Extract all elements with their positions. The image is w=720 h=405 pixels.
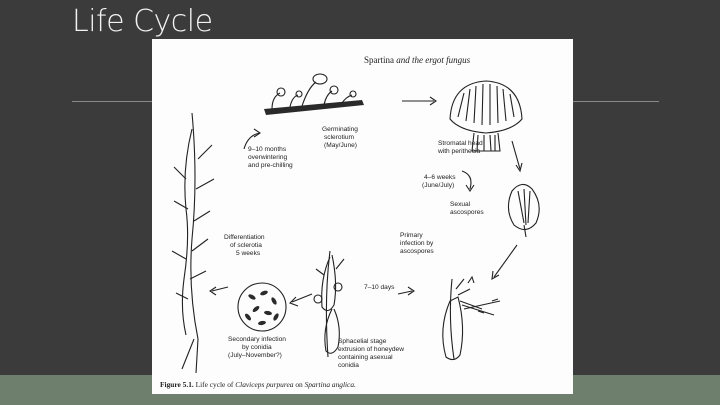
arrow-to-ascus bbox=[511, 140, 521, 170]
stromatal-head-illustration bbox=[449, 80, 523, 152]
title-rule-right bbox=[573, 101, 659, 102]
primary-infection-label: Primary infection by ascospores bbox=[400, 232, 435, 255]
weeks-4-6-label: 4–6 weeks (June/July) bbox=[422, 174, 457, 189]
germinating-label: Germinating sclerotium (May/June) bbox=[322, 126, 360, 149]
arrow-7-10-days bbox=[397, 290, 413, 295]
sphacelial-stage-spike bbox=[313, 250, 345, 358]
days-7-10-label: 7–10 days bbox=[364, 284, 395, 291]
life-cycle-diagram: Spartina and the ergot fungus bbox=[160, 55, 540, 389]
primary-infection-spike bbox=[442, 275, 501, 361]
arrow-to-differentiation bbox=[211, 286, 229, 292]
sphacelial-label: Sphacelial stage extrusion of honeydew c… bbox=[338, 338, 406, 369]
secondary-infection-label: Secondary infection by conidia (July–Nov… bbox=[228, 336, 288, 359]
overwintering-label: 9–10 months overwintering and pre-chilli… bbox=[248, 146, 293, 169]
arrow-to-secondary bbox=[291, 293, 313, 303]
figure-title: Spartina and the ergot fungus bbox=[364, 55, 471, 65]
arrow-to-primary bbox=[493, 244, 518, 278]
slide-title: Life Cycle bbox=[72, 4, 213, 39]
germinating-sclerotium-illustration bbox=[264, 73, 364, 115]
title-rule-left bbox=[72, 101, 152, 102]
conidia-circle-illustration bbox=[237, 282, 287, 332]
grass-stalk-sclerotia bbox=[171, 112, 215, 374]
life-cycle-figure: Spartina and the ergot fungus bbox=[152, 39, 573, 394]
figure-caption: Figure 5.1. Life cycle of Claviceps purp… bbox=[160, 380, 356, 389]
perithecium-illustration bbox=[507, 183, 540, 238]
arrow-4-6-weeks bbox=[461, 170, 472, 190]
stromatal-label: Stromatal head with perithecia bbox=[437, 140, 485, 155]
differentiation-label: Differentiation of sclerotia 5 weeks bbox=[224, 234, 266, 257]
sexual-ascospores-label: Sexual ascospores bbox=[450, 201, 484, 216]
arrow-overwintering bbox=[243, 132, 261, 150]
